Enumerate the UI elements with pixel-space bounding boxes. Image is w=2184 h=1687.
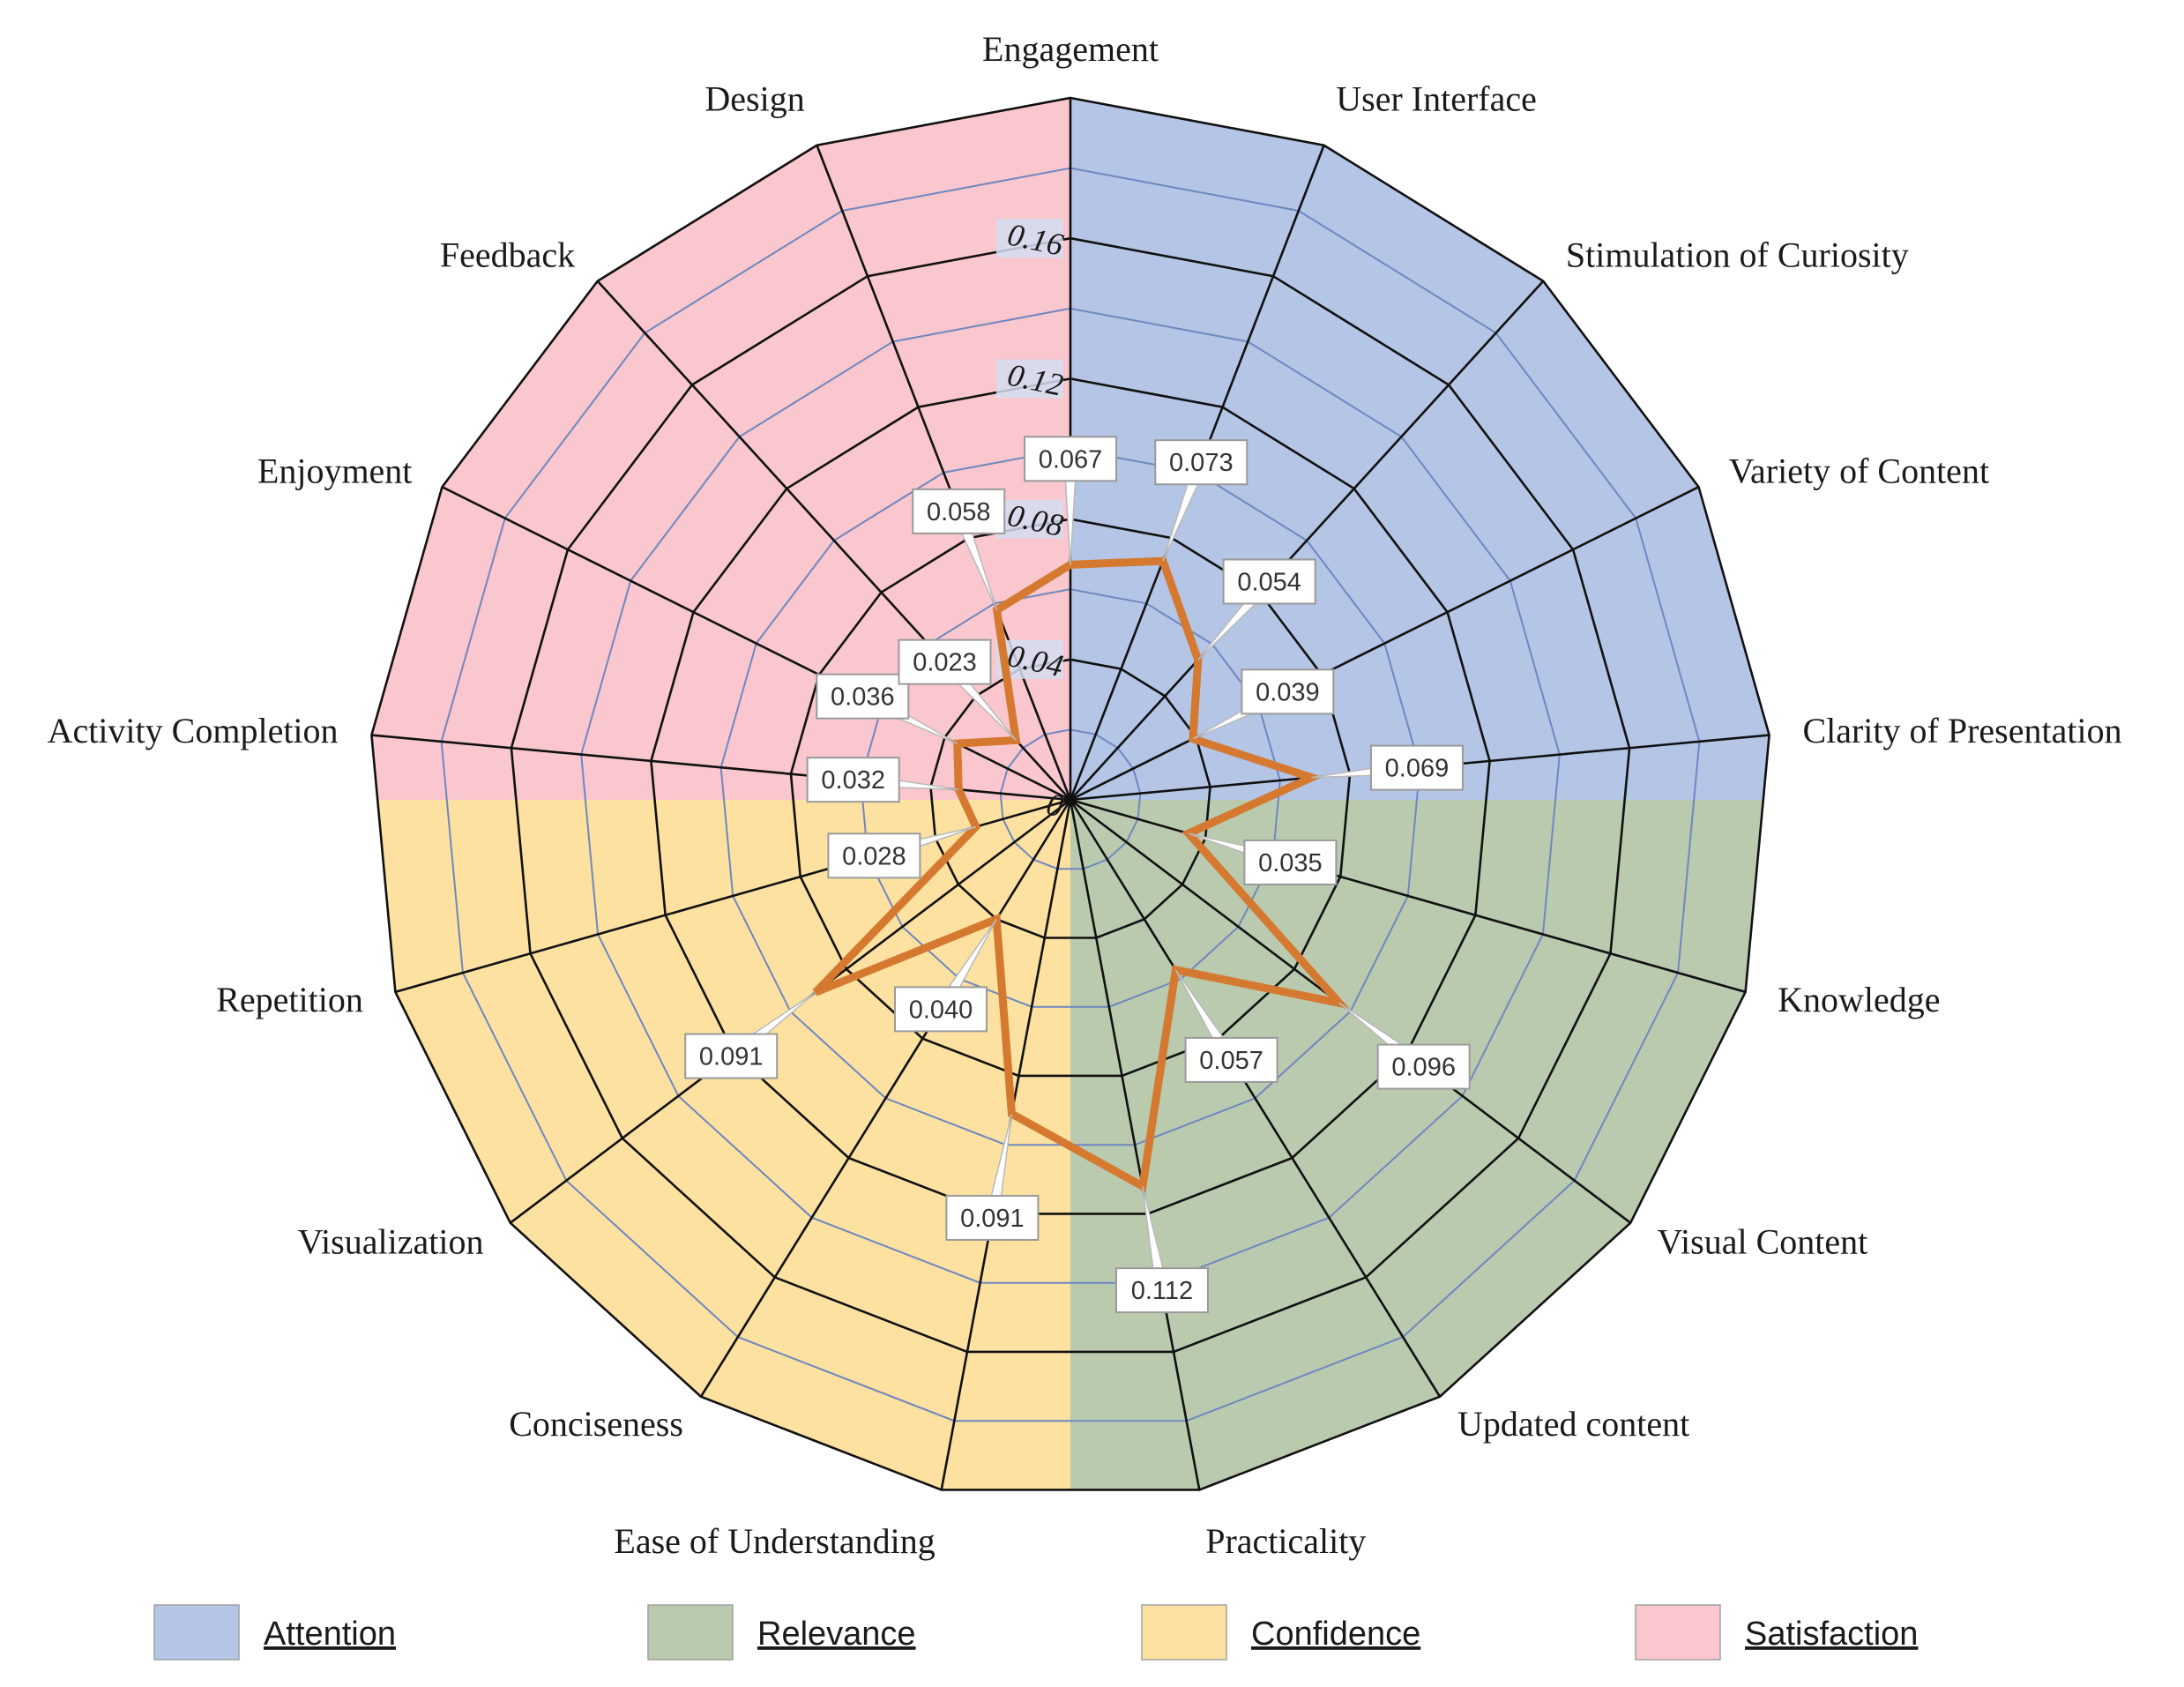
grid-ring-minor <box>440 167 1701 1422</box>
grid-ring-major <box>789 518 1352 1078</box>
axis-label: Visualization <box>298 1222 484 1262</box>
axis-label: Variety of Content <box>1729 451 1990 490</box>
data-label-box <box>1184 1036 1278 1083</box>
data-label: 0.058 <box>927 498 991 526</box>
data-label-box <box>1154 439 1249 486</box>
data-label-box <box>1024 436 1117 482</box>
data-label: 0.112 <box>1131 1277 1193 1305</box>
spoke <box>1070 486 1700 802</box>
data-label: 0.039 <box>1256 678 1320 706</box>
legend-swatch <box>1141 1604 1227 1661</box>
data-label: 0.069 <box>1385 755 1450 783</box>
spoke <box>1069 799 1201 1490</box>
data-label-box <box>898 638 992 685</box>
data-label-box <box>945 1194 1040 1241</box>
grid-ring-major <box>650 377 1491 1215</box>
data-label: 0.036 <box>831 683 895 712</box>
data-label-box <box>1243 839 1338 885</box>
axis-label: Repetition <box>216 980 363 1019</box>
axis-label: Enjoyment <box>257 451 413 490</box>
axis-label: Practicality <box>1205 1521 1366 1561</box>
data-label: 0.040 <box>909 996 973 1024</box>
data-label: 0.023 <box>913 649 977 677</box>
tick-label-bg <box>996 359 1063 399</box>
radial-tick-labels: 00.040.080.120.16 <box>996 216 1066 824</box>
spoke <box>699 799 1072 1398</box>
data-label: 0.091 <box>960 1205 1025 1233</box>
axis-label: Ease of Understanding <box>614 1521 935 1561</box>
data-label: 0.032 <box>821 766 885 795</box>
axis-label: Knowledge <box>1778 980 1940 1019</box>
legend-swatch <box>153 1604 240 1661</box>
grid-ring-major <box>510 236 1631 1354</box>
legend: Attention Relevance Confidence Satisfaction <box>153 1604 1918 1661</box>
data-label-box <box>684 1033 779 1079</box>
data-label-box <box>806 757 900 803</box>
grid-ring-minor <box>580 307 1561 1284</box>
data-label-box <box>1114 1267 1209 1314</box>
legend-swatch <box>1635 1604 1721 1661</box>
data-label-box <box>1369 744 1464 791</box>
data-label-box <box>1241 668 1335 715</box>
data-label: 0.096 <box>1391 1054 1456 1082</box>
data-label: 0.028 <box>842 842 906 870</box>
data-label: 0.091 <box>699 1043 764 1071</box>
data-label: 0.035 <box>1258 849 1323 877</box>
axis-label: Updated content <box>1457 1404 1689 1444</box>
data-label: 0.073 <box>1169 449 1234 477</box>
spoke <box>1069 799 1442 1398</box>
grid-ring-minor <box>999 728 1142 870</box>
grid-ring-major <box>370 96 1770 1491</box>
data-label-box <box>1222 558 1316 605</box>
data-label-box <box>816 673 910 720</box>
tick-label-bg <box>996 219 1063 258</box>
axis-label: Conciseness <box>509 1404 683 1444</box>
spoke <box>816 145 1072 801</box>
spoke <box>1070 280 1545 801</box>
legend-label: Confidence <box>1251 1616 1420 1653</box>
legend-label: Attention <box>264 1616 396 1653</box>
tick-label-bg <box>996 499 1063 539</box>
series-line <box>812 556 1351 1193</box>
legend-label: Relevance <box>757 1616 916 1653</box>
data-labels: 0.067 0.073 0.054 0.039 0.069 0.035 0.096 0.057… <box>684 436 1471 1314</box>
data-label: 0.057 <box>1199 1047 1263 1075</box>
spoke <box>441 486 1071 802</box>
legend-swatch <box>647 1604 734 1661</box>
data-label-box <box>1376 1043 1471 1090</box>
legend-label: Satisfaction <box>1745 1616 1918 1653</box>
axis-label: Stimulation of Curiosity <box>1566 235 1909 275</box>
data-label: 0.067 <box>1039 445 1103 474</box>
axis-label: Activity Completion <box>48 711 339 750</box>
quadrant-attention <box>1070 98 1770 800</box>
data-label-box <box>827 832 921 879</box>
data-label-box <box>912 488 1006 534</box>
data-label: 0.054 <box>1237 568 1301 596</box>
radar-grid <box>370 96 1770 1491</box>
axis-label: Engagement <box>982 29 1159 69</box>
axis-label: Feedback <box>440 235 575 275</box>
axis-label: Visual Content <box>1658 1222 1868 1262</box>
data-label-box <box>894 986 988 1033</box>
axis-label: User Interface <box>1336 78 1537 118</box>
axis-label: Clarity of Presentation <box>1802 711 2121 750</box>
axis-label: Design <box>704 78 804 118</box>
data-series <box>812 556 1351 1193</box>
